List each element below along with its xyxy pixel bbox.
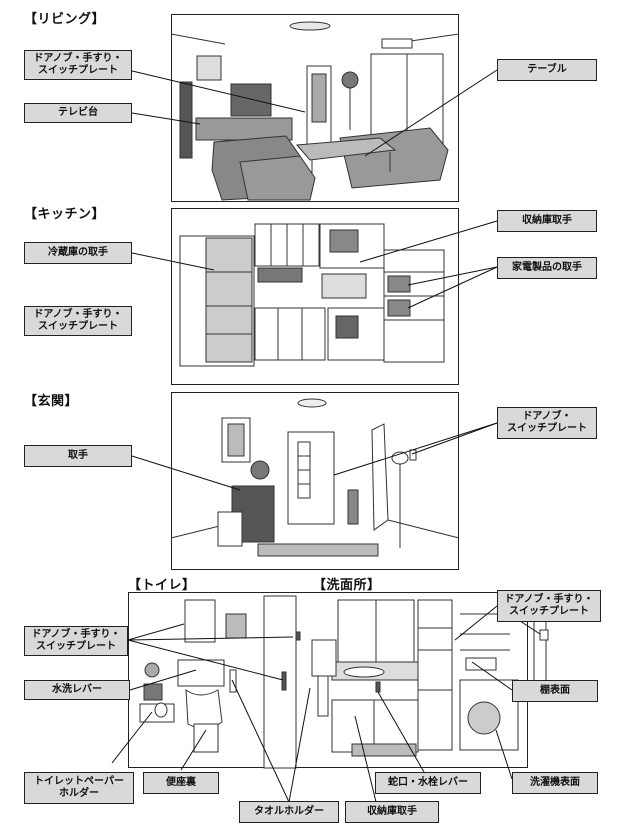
living-room-illustration bbox=[170, 21, 460, 201]
section-title-kitchen: 【キッチン】 bbox=[24, 207, 106, 222]
label-shelf-surface: 棚表面 bbox=[512, 680, 598, 702]
label-flush-lever: 水洗レバー bbox=[24, 680, 130, 700]
entrance-illustration bbox=[170, 398, 460, 557]
label-appliance-handle: 家電製品の取手 bbox=[497, 257, 597, 279]
label-entrance-door-switch: ドアノブ・ スイッチプレート bbox=[497, 407, 597, 439]
label-table: テーブル bbox=[497, 59, 597, 81]
label-kitchen-storage-handle: 収納庫取手 bbox=[497, 210, 597, 232]
label-toilet-door-switch: ドアノブ・手すり・ スイッチプレート bbox=[24, 626, 128, 656]
label-living-door-switch: ドアノブ・手すり・ スイッチプレート bbox=[24, 50, 132, 80]
label-wash-door-switch: ドアノブ・手すり・ スイッチプレート bbox=[497, 590, 601, 622]
label-kitchen-door-switch: ドアノブ・手すり・ スイッチプレート bbox=[24, 306, 132, 336]
toilet-illustration bbox=[139, 595, 301, 769]
label-towel-holder: タオルホルダー bbox=[239, 801, 339, 823]
washroom-illustration bbox=[311, 599, 549, 757]
label-tv-stand: テレビ台 bbox=[24, 103, 132, 123]
label-fridge-handle: 冷蔵庫の取手 bbox=[24, 242, 132, 264]
label-paper-holder: トイレットペーパー ホルダー bbox=[24, 772, 134, 804]
label-entrance-handle: 取手 bbox=[24, 445, 132, 467]
section-title-toilet: 【トイレ】 bbox=[128, 578, 196, 593]
label-washing-machine-surface: 洗濯機表面 bbox=[512, 772, 598, 794]
section-title-entrance: 【玄関】 bbox=[24, 394, 79, 409]
label-toilet-seat-back: 便座裏 bbox=[143, 772, 219, 794]
label-faucet-lever: 蛇口・水栓レバー bbox=[375, 772, 481, 794]
kitchen-illustration bbox=[179, 223, 445, 367]
section-title-washroom: 【洗面所】 bbox=[313, 578, 381, 593]
label-wash-storage-handle: 収納庫取手 bbox=[345, 801, 439, 823]
section-title-living: 【リビング】 bbox=[24, 12, 106, 27]
